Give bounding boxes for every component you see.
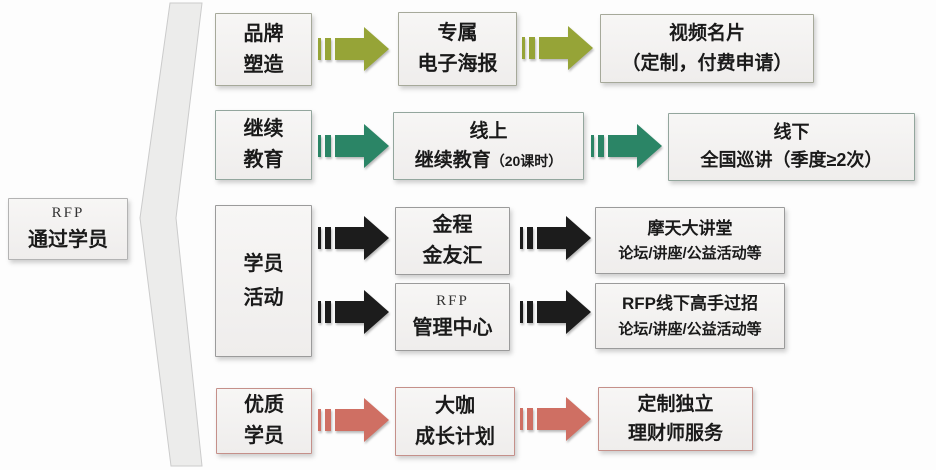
- arrow-stripe: [598, 135, 604, 157]
- arrow-stripe: [318, 135, 321, 157]
- end-video-card-line2: （定制，付费申请）: [621, 52, 793, 74]
- arrow-body: [335, 398, 389, 442]
- arrow-body: [335, 216, 389, 260]
- mid-jinyouhui-line1: 金程: [432, 214, 473, 236]
- category-brand-line2: 塑造: [243, 53, 284, 76]
- striped-arrow-premium-2: [520, 397, 591, 441]
- arrow-stripe: [318, 38, 321, 60]
- mid-bigshot-line2: 成长计划: [415, 425, 495, 448]
- source-box-rfp-graduates: RFP 通过学员: [8, 198, 128, 260]
- category-box-education: 继续 教育: [215, 110, 312, 180]
- category-activities-line1: 学员: [243, 253, 284, 275]
- source-line2: 通过学员: [28, 229, 108, 252]
- mid-bigshot-line1: 大咖: [435, 394, 475, 417]
- mid-box-jinyouhui: 金程 金友汇: [395, 207, 510, 275]
- end-box-video-card: 视频名片 （定制，付费申请）: [600, 14, 814, 83]
- mid-eposter-line1: 专属: [437, 22, 478, 44]
- end-skyscraper-line1: 摩天大讲堂: [647, 218, 733, 238]
- arrow-body: [608, 124, 662, 168]
- arrow-stripe: [318, 409, 321, 431]
- mid-box-eposter: 专属 电子海报: [398, 12, 517, 86]
- arrow-body: [335, 290, 389, 334]
- arrow-stripe: [520, 227, 523, 249]
- mid-online-education-line1: 线上: [469, 120, 508, 142]
- striped-arrow-education-2: [591, 124, 662, 168]
- mid-rfp-management-line1: RFP: [436, 292, 469, 309]
- end-rfp-contest-line2: 论坛/讲座/公益活动等: [618, 320, 762, 338]
- source-line1: RFP: [51, 204, 85, 221]
- category-box-brand: 品牌 塑造: [215, 13, 312, 86]
- category-premium-line2: 学员: [244, 425, 284, 447]
- mid-box-online-education: 线上 继续教育（20课时）: [393, 112, 584, 180]
- arrow-stripe: [325, 227, 331, 249]
- arrow-stripe: [591, 135, 594, 157]
- end-video-card-line1: 视频名片: [668, 23, 745, 45]
- mid-online-education-note: （20课时）: [490, 153, 563, 169]
- mid-jinyouhui-line2: 金友汇: [422, 245, 483, 267]
- striped-arrow-activities-2b: [520, 290, 591, 334]
- arrow-stripe: [325, 301, 331, 323]
- category-brand-line1: 品牌: [243, 22, 284, 45]
- brace-chevron-band: [139, 2, 203, 467]
- end-skyscraper-line2: 论坛/讲座/公益活动等: [618, 245, 762, 263]
- arrow-stripe: [520, 301, 523, 323]
- end-national-tour-line2: 全国巡讲（季度≥2次）: [700, 150, 883, 170]
- category-education-line2: 教育: [243, 149, 284, 171]
- mid-box-rfp-management: RFP 管理中心: [395, 283, 510, 351]
- striped-arrow-activities-1a: [318, 216, 389, 260]
- arrow-stripe: [325, 135, 331, 157]
- arrow-stripe: [520, 408, 523, 430]
- category-premium-line1: 优质: [244, 394, 284, 416]
- arrow-stripe: [318, 227, 321, 249]
- end-advisor-line2: 理财师服务: [627, 423, 723, 444]
- mid-online-education-line2-main: 继续教育: [414, 150, 491, 171]
- end-rfp-contest-line1: RFP线下高手过招: [622, 294, 758, 314]
- arrow-stripe: [325, 38, 331, 60]
- arrow-body: [335, 27, 389, 71]
- arrow-stripe: [527, 301, 533, 323]
- category-education-line1: 继续: [243, 118, 284, 140]
- striped-arrow-premium-1: [318, 398, 389, 442]
- category-box-premium: 优质 学员: [216, 388, 312, 454]
- mid-box-bigshot-growth: 大咖 成长计划: [395, 387, 515, 456]
- arrow-stripe: [318, 301, 321, 323]
- arrow-stripe: [325, 409, 331, 431]
- end-box-national-tour: 线下 全国巡讲（季度≥2次）: [668, 113, 915, 181]
- category-activities-line2: 活动: [243, 287, 284, 309]
- striped-arrow-activities-2a: [318, 290, 389, 334]
- mid-eposter-line2: 电子海报: [417, 53, 498, 75]
- arrow-stripe: [527, 408, 533, 430]
- end-box-skyscraper-hall: 摩天大讲堂 论坛/讲座/公益活动等: [595, 207, 785, 274]
- arrow-stripe: [527, 227, 533, 249]
- arrow-body: [537, 290, 591, 334]
- arrow-body: [335, 124, 389, 168]
- arrow-stripe: [522, 37, 525, 59]
- arrow-body: [537, 216, 591, 260]
- end-box-custom-advisor-service: 定制独立 理财师服务: [598, 387, 753, 451]
- mid-rfp-management-line2: 管理中心: [412, 317, 493, 340]
- striped-arrow-education-1: [318, 124, 389, 168]
- end-national-tour-line1: 线下: [773, 122, 810, 143]
- mid-online-education-line2: 继续教育（20课时）: [415, 146, 563, 175]
- striped-arrow-brand-1: [318, 27, 389, 71]
- category-box-activities: 学员 活动: [215, 205, 312, 357]
- striped-arrow-activities-1b: [520, 216, 591, 260]
- end-advisor-line1: 定制独立: [637, 393, 714, 415]
- arrow-stripe: [529, 37, 535, 59]
- end-box-rfp-offline-contest: RFP线下高手过招 论坛/讲座/公益活动等: [595, 283, 785, 349]
- arrow-body: [539, 26, 593, 70]
- arrow-body: [537, 397, 591, 441]
- striped-arrow-brand-2: [522, 26, 593, 70]
